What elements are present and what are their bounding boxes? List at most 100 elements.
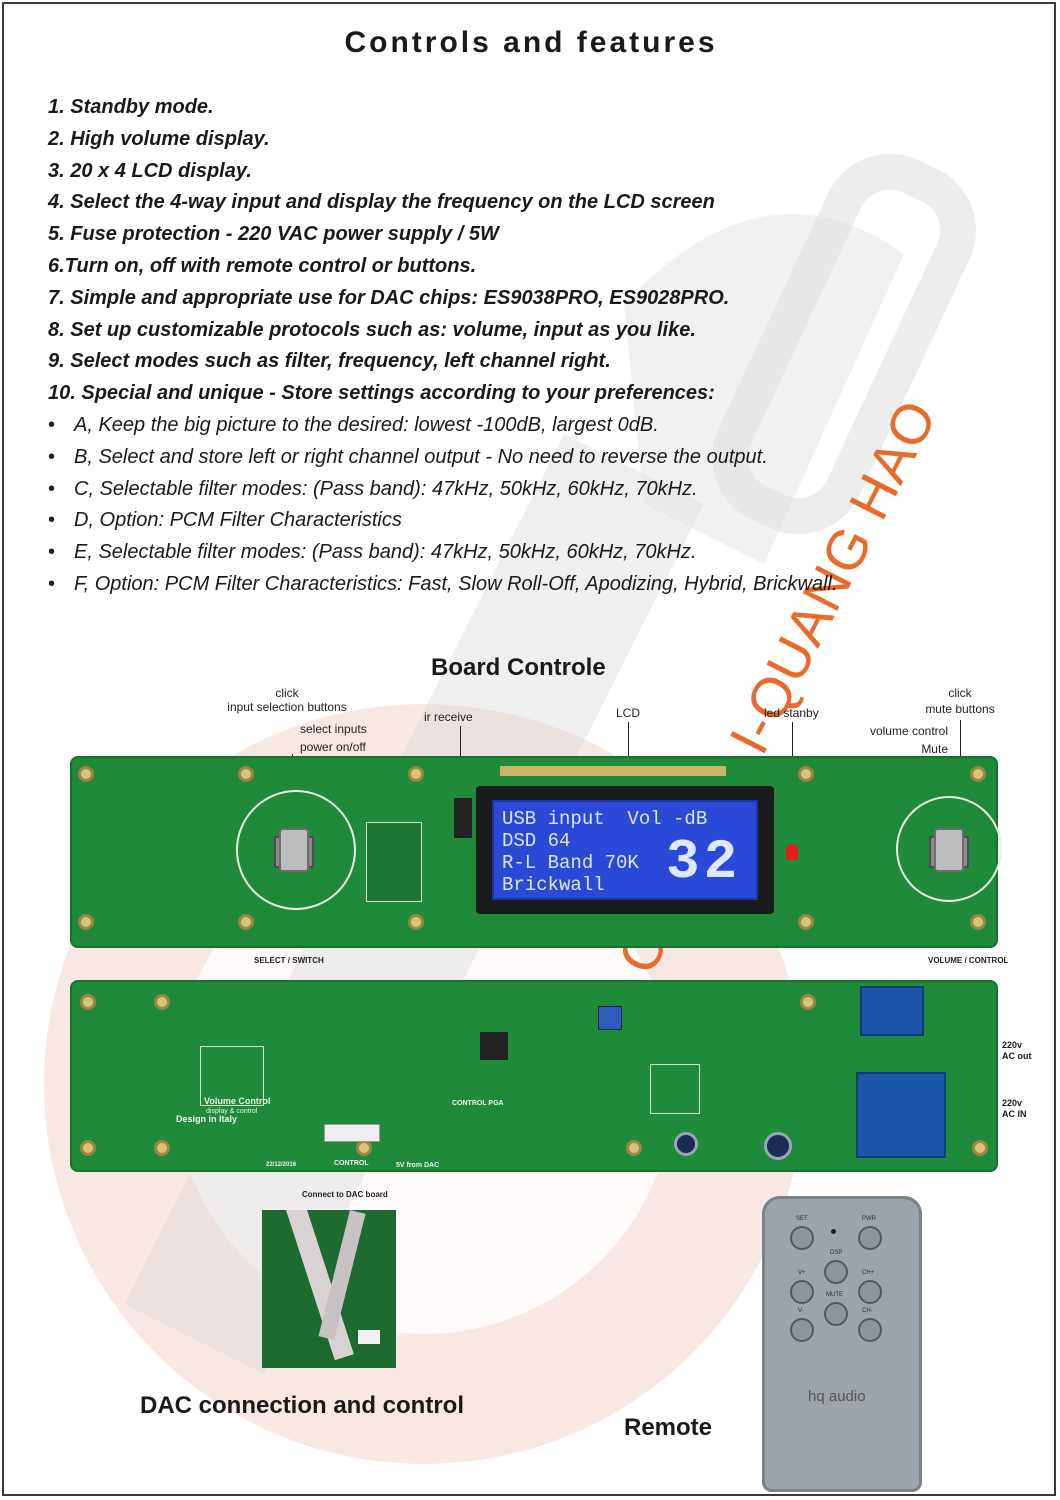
remote-label: PWR bbox=[862, 1216, 876, 1222]
trim-pot bbox=[598, 1006, 622, 1030]
mute-button[interactable] bbox=[824, 1302, 848, 1326]
label-volume-control-caps: VOLUME / CONTROL bbox=[928, 956, 1009, 965]
mount-hole bbox=[626, 1140, 642, 1156]
transformer bbox=[856, 1072, 946, 1158]
remote-label: DSP bbox=[830, 1250, 843, 1256]
power-button[interactable] bbox=[858, 1226, 882, 1250]
feature-list: 1. Standby mode. 2. High volume display.… bbox=[48, 92, 1008, 601]
mount-hole bbox=[78, 766, 94, 782]
channel-up-button[interactable] bbox=[858, 1280, 882, 1304]
label-input-buttons: input selection buttons bbox=[227, 700, 347, 714]
mount-hole bbox=[78, 914, 94, 930]
lcd-line: Brickwall bbox=[502, 874, 605, 896]
feature-item: 8. Set up customizable protocols such as… bbox=[48, 318, 696, 341]
control-connector bbox=[324, 1124, 380, 1142]
mount-hole bbox=[238, 914, 254, 930]
volume-up-button[interactable] bbox=[790, 1280, 814, 1304]
volume-down-button[interactable] bbox=[790, 1318, 814, 1342]
lcd-volume: 32 bbox=[666, 830, 742, 894]
label-connect-dac: Connect to DAC board bbox=[302, 1190, 388, 1199]
remote-control: SET PWR DSP V+ CH+ MUTE V- CH- hq audio bbox=[762, 1196, 922, 1492]
mount-hole bbox=[800, 994, 816, 1010]
feature-item: 4. Select the 4-way input and display th… bbox=[48, 191, 715, 214]
logo-box bbox=[200, 1046, 264, 1106]
label-power-on-off: power on/off bbox=[300, 740, 366, 754]
remote-label: SET bbox=[796, 1216, 808, 1222]
control-board-back: Volume Control display & control Design … bbox=[70, 980, 998, 1172]
lcd-header-pins bbox=[500, 766, 726, 776]
feature-item: 7. Simple and appropriate use for DAC ch… bbox=[48, 286, 730, 309]
module-name: Volume Control bbox=[204, 1096, 271, 1106]
mount-hole bbox=[798, 766, 814, 782]
remote-logo: hq audio bbox=[808, 1388, 866, 1405]
proto-area bbox=[650, 1064, 700, 1114]
label-led-standby: led stanby bbox=[764, 706, 819, 720]
lcd-line: R-L Band 70K bbox=[502, 852, 639, 874]
page-title: Controls and features bbox=[344, 26, 718, 59]
volume-knob[interactable] bbox=[934, 828, 964, 872]
remote-label: V- bbox=[798, 1308, 804, 1314]
lcd-display: USB input Vol -dB DSD 64 R-L Band 70K Br… bbox=[476, 786, 774, 914]
control-pga-label: CONTROL PGA bbox=[452, 1100, 504, 1107]
remote-label: CH- bbox=[862, 1308, 873, 1314]
label-mute: Mute bbox=[921, 742, 948, 756]
label-volume-control: volume control bbox=[869, 724, 948, 738]
mount-hole bbox=[238, 766, 254, 782]
control-label: CONTROL bbox=[334, 1160, 369, 1167]
feature-item: 3. 20 x 4 LCD display. bbox=[48, 159, 252, 182]
feature-item: 9. Select modes such as filter, frequenc… bbox=[48, 350, 611, 373]
sub-feature-item: B, Select and store left or right channe… bbox=[48, 442, 1008, 474]
sub-feature-item: C, Selectable filter modes: (Pass band):… bbox=[48, 474, 1008, 506]
mount-hole bbox=[798, 914, 814, 930]
label-select-inputs: select inputs bbox=[300, 722, 367, 736]
five-v-label: 5V from DAC bbox=[396, 1162, 440, 1169]
ir-led-icon bbox=[831, 1229, 836, 1234]
encoder-ring bbox=[236, 790, 356, 910]
mount-hole bbox=[154, 1140, 170, 1156]
mount-hole bbox=[80, 994, 96, 1010]
ir-receiver-icon bbox=[454, 798, 472, 838]
mcu-chip bbox=[480, 1032, 508, 1060]
module-sub: display & control bbox=[206, 1108, 258, 1115]
label-click-right: click bbox=[948, 686, 972, 700]
board-title: Board Controle bbox=[431, 654, 606, 681]
label-ir-receive: ir receive bbox=[424, 710, 473, 724]
channel-down-button[interactable] bbox=[858, 1318, 882, 1342]
encoder-ring bbox=[896, 796, 1002, 902]
sub-feature-item: A, Keep the big picture to the desired: … bbox=[48, 410, 1008, 442]
remote-label: MUTE bbox=[826, 1292, 843, 1298]
lcd-line: DSD 64 bbox=[502, 830, 571, 852]
mount-hole bbox=[154, 994, 170, 1010]
remote-label: V+ bbox=[798, 1270, 806, 1276]
capacitor bbox=[764, 1132, 792, 1160]
dac-connection-photo bbox=[262, 1210, 396, 1368]
mount-hole bbox=[408, 914, 424, 930]
connector bbox=[358, 1330, 380, 1344]
feature-item: 5. Fuse protection - 220 VAC power suppl… bbox=[48, 223, 499, 246]
input-select-knob[interactable] bbox=[279, 828, 309, 872]
set-button[interactable] bbox=[790, 1226, 814, 1250]
label-lcd: LCD bbox=[616, 706, 641, 720]
sub-feature-item: D, Option: PCM Filter Characteristics bbox=[48, 505, 1008, 537]
mount-hole bbox=[970, 766, 986, 782]
mount-hole bbox=[408, 766, 424, 782]
mount-hole bbox=[80, 1140, 96, 1156]
label-ac-in: 220v AC IN bbox=[1002, 1098, 1027, 1119]
label-click-left: click bbox=[275, 686, 299, 700]
dsp-button[interactable] bbox=[824, 1260, 848, 1284]
label-ac-out: 220v AC out bbox=[1002, 1040, 1032, 1061]
mount-hole bbox=[356, 1140, 372, 1156]
design-text: Design in Italy bbox=[176, 1114, 238, 1124]
capacitor bbox=[674, 1132, 698, 1156]
lcd-line: USB input Vol -dB bbox=[502, 808, 708, 830]
standby-led-icon bbox=[786, 844, 798, 860]
feature-item: 10. Special and unique - Store settings … bbox=[48, 382, 715, 405]
date-text: 22/12/2016 bbox=[266, 1162, 297, 1168]
label-mute-buttons: mute buttons bbox=[925, 702, 995, 716]
feature-item: 6.Turn on, off with remote control or bu… bbox=[48, 254, 477, 277]
mount-hole bbox=[970, 914, 986, 930]
remote-label: CH+ bbox=[862, 1270, 875, 1276]
dac-caption: DAC connection and control bbox=[140, 1392, 464, 1419]
remote-caption: Remote bbox=[624, 1414, 713, 1441]
